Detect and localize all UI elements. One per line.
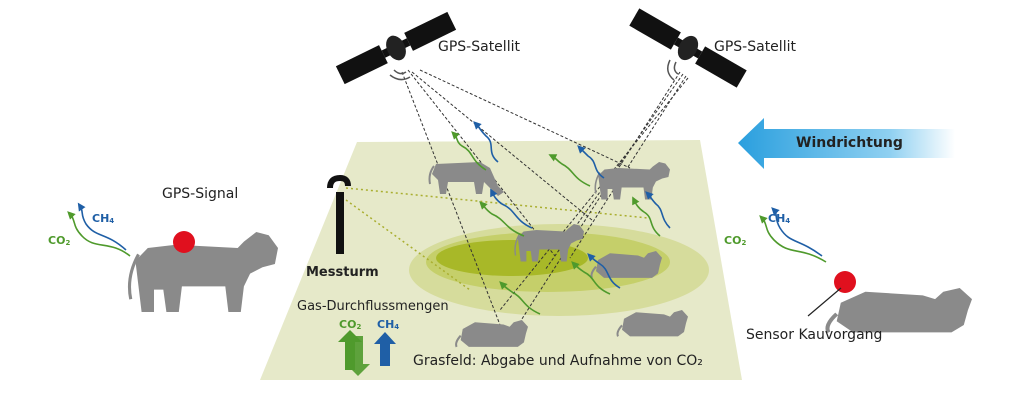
tower-beam-bottom [345, 199, 471, 291]
gps-sensor-dot [173, 231, 195, 253]
cow-right-lying [827, 288, 972, 332]
co2-label-flux: CO2 [339, 318, 362, 331]
chewing-sensor-label: Sensor Kauvorgang [746, 327, 883, 343]
tower-beam-top [345, 187, 649, 219]
gps-signal-label: GPS-Signal [162, 186, 239, 202]
gps-satellite-right-icon [629, 8, 747, 88]
chewing-sensor-dot [834, 271, 856, 293]
measuring-tower-icon [327, 174, 351, 254]
wind-direction-label: Windrichtung [796, 135, 903, 151]
gas-flows-label: Gas-Durchflussmengen [297, 299, 449, 314]
wind-arrow [738, 118, 955, 169]
tower-label: Messturm [306, 265, 379, 280]
chewing-sensor-pointer [807, 287, 842, 317]
satellite-signal-lines [401, 69, 689, 331]
field-caption: Grasfeld: Abgabe und Aufnahme von CO₂ [413, 353, 703, 369]
co2-label-right: CO2 [724, 234, 747, 247]
gas-flow-arrows-icon [338, 330, 396, 376]
satellite-left-waves [389, 69, 411, 81]
cow-left-standing [127, 230, 280, 314]
co2-label-left: CO2 [48, 234, 71, 247]
ch4-label-flux: CH4 [377, 318, 400, 331]
ch4-label-right: CH4 [768, 212, 791, 225]
ch4-label-left: CH4 [92, 212, 115, 225]
satellite-right-waves [667, 59, 679, 81]
emission-wave-arrows [67, 121, 827, 315]
satellite-left-label: GPS-Satellit [438, 39, 520, 55]
satellite-right-label: GPS-Satellit [714, 39, 796, 55]
gps-satellite-left-icon [335, 11, 457, 85]
